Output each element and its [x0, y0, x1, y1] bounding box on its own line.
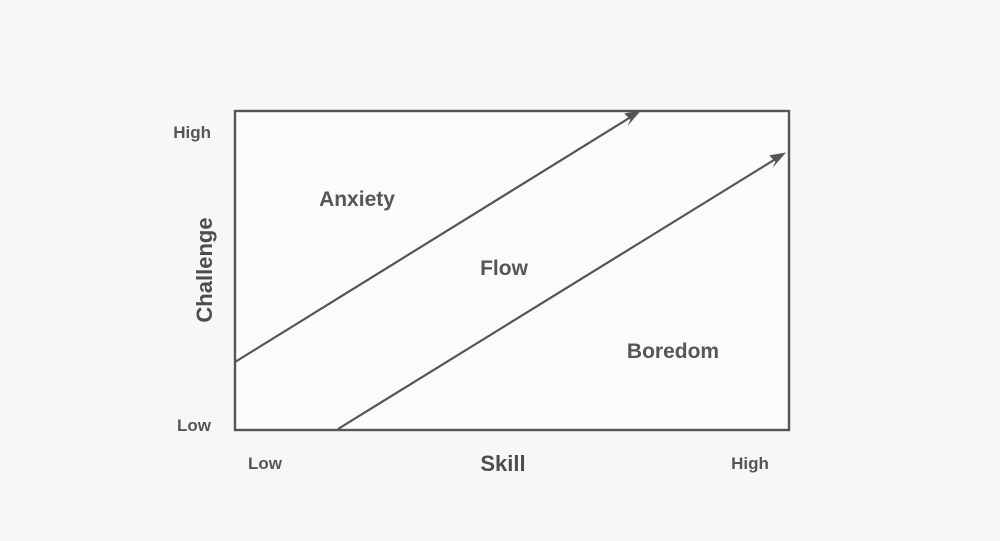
zone-label-flow: Flow — [480, 257, 528, 280]
plot-area-frame — [233, 109, 791, 432]
flow-boredom-arrowhead — [769, 152, 786, 169]
x-axis-title: Skill — [480, 451, 525, 476]
anxiety-flow-boundary-arrow — [234, 110, 641, 363]
y-axis-high-label: High — [173, 123, 211, 142]
anxiety-flow-boundary-line — [234, 115, 634, 363]
flow-boredom-boundary-arrow — [337, 152, 786, 430]
zone-label-boredom: Boredom — [627, 340, 719, 363]
y-axis-low-label: Low — [177, 416, 212, 435]
zone-label-anxiety: Anxiety — [319, 188, 395, 211]
flow-boredom-boundary-line — [337, 156, 779, 430]
anxiety-flow-arrowhead — [624, 110, 641, 127]
y-axis-title: Challenge — [192, 217, 217, 322]
x-axis-low-label: Low — [248, 454, 283, 473]
x-axis-high-label: High — [731, 454, 769, 473]
